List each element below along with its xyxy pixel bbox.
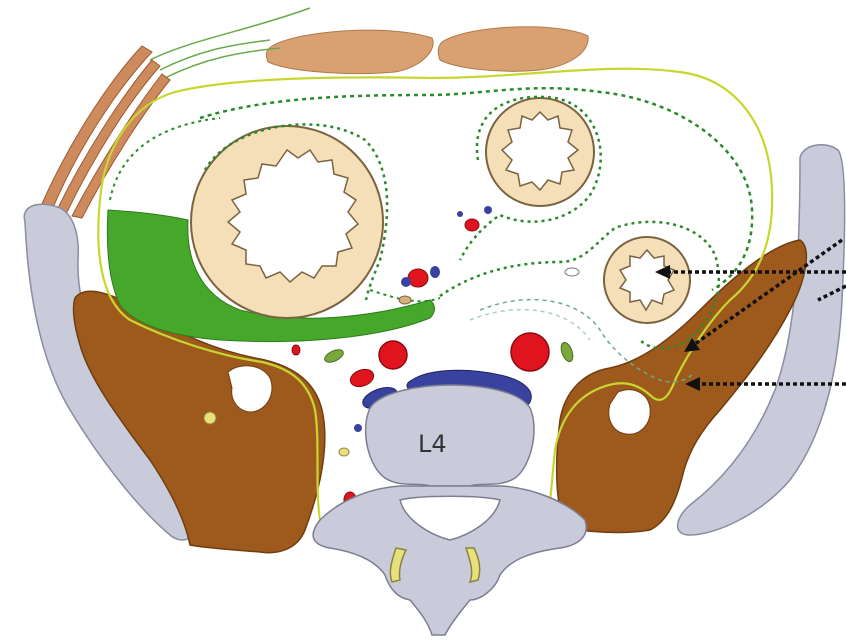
rectus-muscle-right bbox=[438, 27, 588, 71]
node-yellow-2 bbox=[339, 448, 349, 456]
vertebra-body bbox=[366, 385, 534, 486]
oblique-muscle-2 bbox=[56, 60, 160, 214]
node-yellow-1 bbox=[204, 412, 216, 424]
artery-tiny bbox=[292, 345, 300, 355]
rectus-muscle-left bbox=[266, 30, 433, 73]
vein-tiny bbox=[354, 424, 362, 432]
ureter-right bbox=[559, 341, 575, 363]
artery-small-left bbox=[348, 366, 376, 389]
node-white-1 bbox=[565, 268, 579, 276]
artery-upper-2 bbox=[465, 219, 479, 231]
vein-small-1 bbox=[430, 266, 440, 278]
aorta bbox=[511, 333, 549, 371]
vein-small-2 bbox=[401, 277, 411, 287]
artery-upper-1 bbox=[408, 269, 428, 287]
posterior-muscle-right-notch bbox=[609, 390, 650, 435]
artery-mid bbox=[379, 341, 407, 369]
vein-small-4 bbox=[457, 211, 463, 217]
node-tan-1 bbox=[399, 296, 411, 304]
vertebra-label: L4 bbox=[418, 430, 447, 458]
vein-small-3 bbox=[484, 206, 492, 214]
ureter-left bbox=[323, 347, 345, 365]
oblique-muscle-3 bbox=[72, 74, 170, 218]
